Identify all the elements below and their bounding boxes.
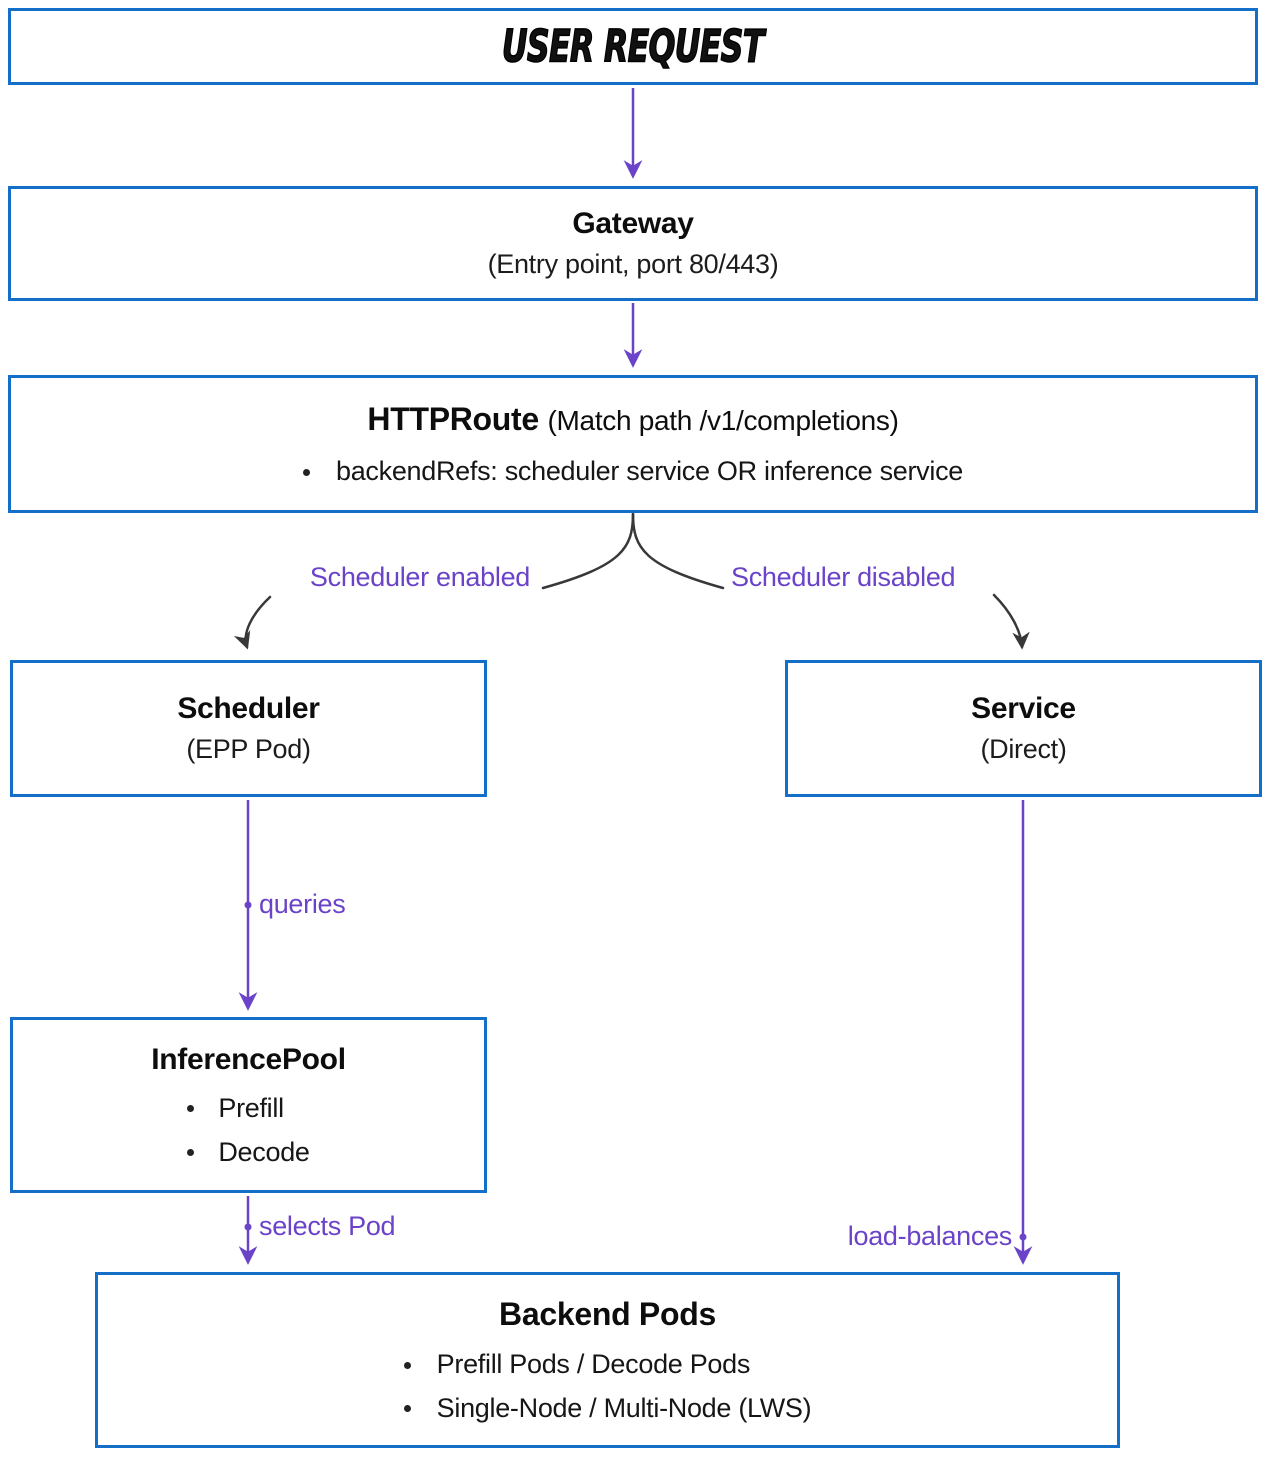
node-scheduler: Scheduler (EPP Pod) [10, 660, 487, 797]
list-item: Single-Node / Multi-Node (LWS) [403, 1392, 812, 1426]
arrow-disabled-to-service [992, 593, 1030, 650]
scheduler-subtitle: (EPP Pod) [186, 733, 311, 764]
arrow-enabled-to-scheduler [233, 595, 272, 650]
httproute-suffix-text: (Match path /v1/completions) [547, 405, 899, 437]
list-item: Decode [187, 1136, 310, 1170]
service-subtitle: (Direct) [980, 733, 1067, 764]
bullet-icon [403, 1361, 411, 1369]
selects-pod-label-anchor-dot [244, 1223, 252, 1231]
bullet-icon [187, 1149, 195, 1157]
edge-label-scheduler-enabled: Scheduler enabled [309, 562, 530, 592]
backend-pods-bullet-text: Single-Node / Multi-Node (LWS) [436, 1393, 812, 1423]
branch-fork-left [541, 512, 635, 590]
list-item: Prefill [187, 1092, 309, 1126]
bullet-icon [403, 1405, 411, 1413]
node-user-request: USER REQUEST [8, 8, 1258, 85]
bullet-icon [303, 468, 310, 476]
edge-label-queries: queries [259, 889, 346, 919]
node-inference-pool: InferencePool Prefill Decode [10, 1017, 487, 1193]
inference-pool-bullet-text: Decode [218, 1136, 310, 1167]
backend-pods-bullet-text: Prefill Pods / Decode Pods [436, 1349, 751, 1380]
inference-pool-title: InferencePool [151, 1042, 346, 1076]
branch-fork-right [631, 512, 725, 590]
httproute-title-suffix: (Match path /v1/completions) [548, 405, 899, 436]
queries-label-anchor-dot [244, 901, 252, 909]
gateway-title: Gateway [572, 207, 694, 241]
httproute-title: HTTPRoute (Match path /v1/completions) [367, 399, 899, 439]
gateway-subtitle: (Entry point, port 80/443) [487, 248, 779, 279]
edge-label-selects-pod: selects Pod [259, 1211, 396, 1241]
node-service: Service (Direct) [785, 660, 1262, 797]
node-httproute: HTTPRoute (Match path /v1/completions) b… [8, 375, 1258, 513]
httproute-bullet-list: backendRefs: scheduler service OR infere… [303, 455, 963, 489]
inference-pool-bullet-text: Prefill [218, 1093, 284, 1123]
backend-pods-title: Backend Pods [499, 1296, 716, 1333]
inference-pool-bullet-list: Prefill Decode [187, 1092, 310, 1170]
edge-label-load-balances: load-balances [847, 1221, 1013, 1251]
httproute-title-text: HTTPRoute [367, 401, 539, 438]
backend-pods-bullet-list: Prefill Pods / Decode Pods Single-Node /… [403, 1348, 812, 1426]
node-backend-pods: Backend Pods Prefill Pods / Decode Pods … [95, 1272, 1120, 1448]
httproute-bullet-text: backendRefs: scheduler service OR infere… [336, 456, 963, 487]
user-request-title: USER REQUEST [502, 20, 766, 74]
bullet-icon [187, 1105, 195, 1113]
service-title: Service [971, 692, 1076, 726]
list-item: Prefill Pods / Decode Pods [403, 1348, 812, 1382]
list-item: backendRefs: scheduler service OR infere… [303, 455, 963, 489]
load-balances-label-anchor-dot [1019, 1233, 1027, 1241]
edge-label-scheduler-disabled: Scheduler disabled [731, 562, 956, 592]
scheduler-title: Scheduler [177, 692, 320, 726]
node-gateway: Gateway (Entry point, port 80/443) [8, 186, 1258, 301]
